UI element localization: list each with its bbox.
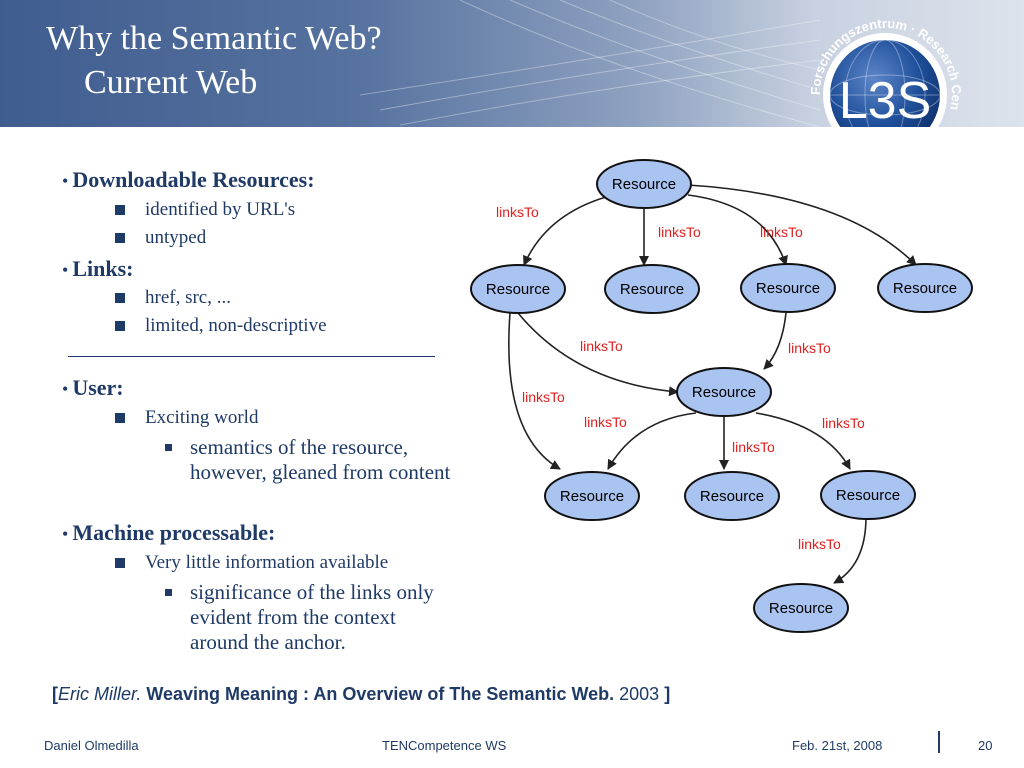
diagram-edge: [833, 516, 867, 584]
bullet-content: •Downloadable Resources: identified by U…: [62, 167, 451, 654]
resource-node-label: Resource: [692, 384, 756, 401]
footer-event: TENCompetence WS: [382, 738, 507, 753]
resource-node: Resource: [877, 263, 973, 313]
diagram-edge: [523, 196, 607, 266]
diagram-edge: [763, 312, 787, 370]
edge-label-linksto: linksTo: [522, 389, 565, 405]
slide-header: Why the Semantic Web? Current Web L3S Fo…: [0, 0, 1024, 127]
bullet-user: •User:: [62, 375, 124, 400]
resource-node: Resource: [676, 367, 772, 417]
diagram-edge: [508, 312, 561, 470]
footer-separator: [938, 731, 940, 753]
square-bullet-icon: [115, 233, 125, 243]
header-decoration: [360, 0, 820, 127]
edge-label-linksto: linksTo: [760, 224, 803, 240]
resource-node-label: Resource: [486, 281, 550, 298]
resource-node-label: Resource: [612, 176, 676, 193]
edge-label-linksto: linksTo: [580, 338, 623, 354]
resource-node: Resource: [753, 583, 849, 633]
resource-node-label: Resource: [756, 280, 820, 297]
square-bullet-icon: [115, 293, 125, 303]
square-bullet-icon: [115, 558, 125, 568]
resource-node-label: Resource: [620, 281, 684, 298]
diagram-edge: [607, 412, 697, 470]
square-bullet-icon: [165, 444, 172, 451]
edge-label-linksto: linksTo: [788, 340, 831, 356]
resource-node: Resource: [740, 263, 836, 313]
resource-node: Resource: [684, 471, 780, 521]
citation-author: Eric Miller.: [58, 684, 142, 704]
footer-date: Feb. 21st, 2008: [792, 738, 883, 753]
square-bullet-icon: [115, 205, 125, 215]
resource-node-label: Resource: [893, 280, 957, 297]
citation-title: Weaving Meaning : An Overview of The Sem…: [146, 684, 615, 704]
slide-subtitle: Current Web: [84, 64, 258, 101]
square-bullet-icon: [165, 589, 172, 596]
page-number: 20: [978, 738, 993, 753]
bullet-downloadable-resources: •Downloadable Resources:: [62, 167, 315, 192]
citation-year: 2003: [619, 684, 660, 704]
resource-node: Resource: [820, 470, 916, 520]
resource-node: Resource: [596, 159, 692, 209]
square-bullet-icon: [115, 413, 125, 423]
square-bullet-icon: [115, 321, 125, 331]
footer-author: Daniel Olmedilla: [44, 738, 139, 753]
resource-node: Resource: [544, 471, 640, 521]
bullet-machine-processable: •Machine processable:: [62, 520, 276, 545]
edge-label-linksto: linksTo: [496, 204, 539, 220]
resource-node-label: Resource: [769, 600, 833, 617]
bullet-links: •Links:: [62, 256, 134, 281]
resource-node-label: Resource: [560, 488, 624, 505]
l3s-logo: L3S Forschungszentrum · Research Center: [800, 0, 964, 127]
section-divider: [68, 356, 435, 357]
resource-node: Resource: [604, 264, 700, 314]
edge-label-linksto: linksTo: [584, 414, 627, 430]
slide-title: Why the Semantic Web?: [46, 20, 382, 57]
edge-label-linksto: linksTo: [798, 536, 841, 552]
edge-label-linksto: linksTo: [822, 415, 865, 431]
resource-node-label: Resource: [700, 488, 764, 505]
edge-label-linksto: linksTo: [658, 224, 701, 240]
diagram-edge: [517, 312, 679, 397]
diagram-edge: [755, 412, 851, 470]
resource-node: Resource: [470, 264, 566, 314]
diagram-edge: [687, 184, 917, 266]
diagram-edge: [687, 194, 788, 266]
logo-text: L3S: [839, 72, 932, 127]
resource-node-label: Resource: [836, 487, 900, 504]
edge-label-linksto: linksTo: [732, 439, 775, 455]
citation: [Eric Miller. Weaving Meaning : An Overv…: [52, 684, 671, 704]
